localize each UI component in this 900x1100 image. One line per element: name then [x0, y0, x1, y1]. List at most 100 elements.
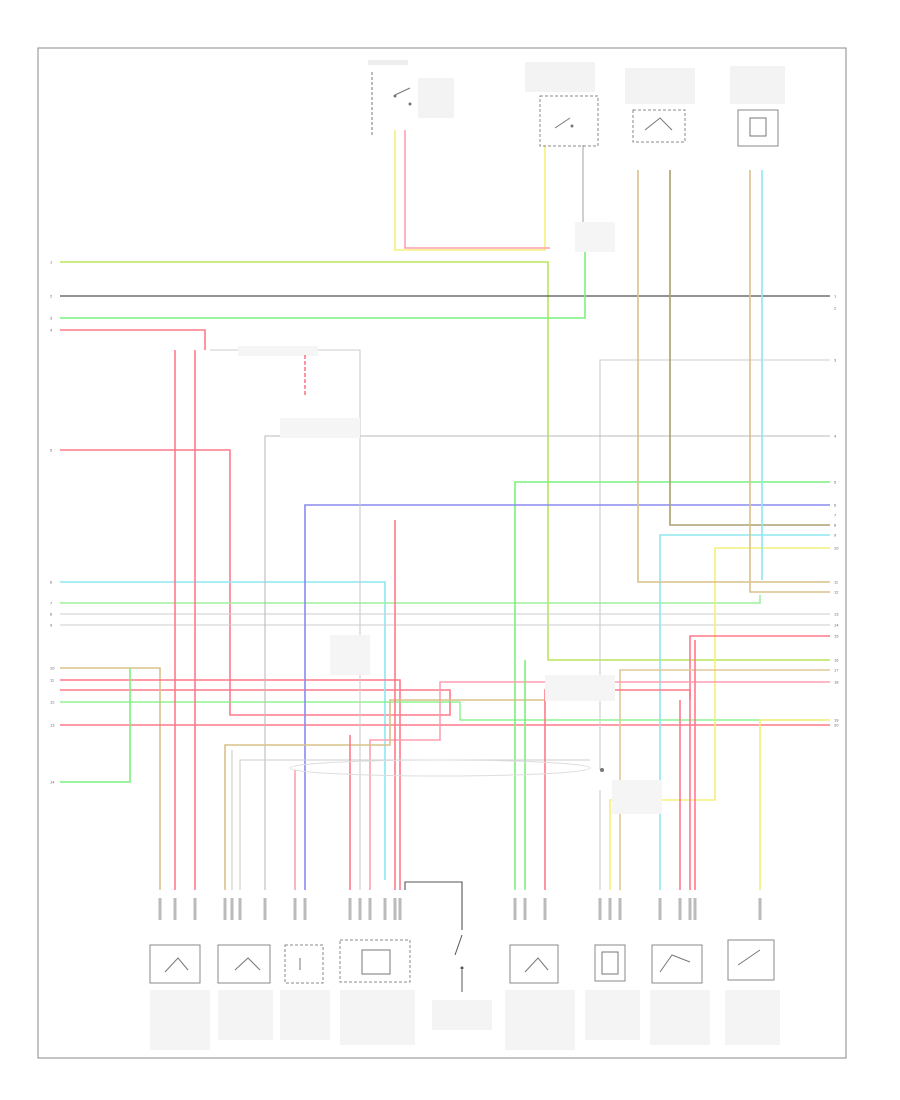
connector-pin [758, 898, 762, 920]
connector-stubs [158, 898, 762, 920]
top-components [368, 60, 785, 147]
connector-pin [693, 898, 697, 920]
bottom-module-4 [339, 939, 415, 1045]
connector-pin [263, 898, 267, 920]
connector-pin [513, 898, 517, 920]
right-number-2: 2 [834, 306, 837, 311]
horizontal-wires [60, 170, 830, 890]
left-number-10: 10 [50, 666, 55, 671]
connector-pin [193, 898, 197, 920]
right-number-3: 3 [834, 358, 837, 363]
left-number-7: 7 [50, 601, 53, 606]
right-number-17: 17 [834, 668, 839, 673]
bottom-switch-9 [725, 939, 780, 1045]
wire-yellow-right-19 [759, 719, 830, 890]
right-number-8: 8 [834, 523, 837, 528]
wire-lightblue-right-9 [659, 534, 830, 890]
wire-red-top-a [404, 130, 550, 249]
wire-tan-right-11 [637, 170, 830, 583]
wire-red-4 [60, 329, 206, 350]
bottom-sensor-7 [585, 944, 640, 1040]
right-number-4: 4 [834, 434, 837, 439]
connector-pin [230, 898, 234, 920]
connector-pin [303, 898, 307, 920]
connector-pin [688, 898, 692, 920]
wire-green-12 [60, 701, 830, 721]
left-number-3: 3 [50, 316, 53, 321]
wire-tan-v4 [224, 699, 590, 890]
connector-pin [173, 898, 177, 920]
wire-yellow-top-a [394, 130, 546, 251]
right-number-15: 15 [834, 634, 839, 639]
connector-pin [223, 898, 227, 920]
wire-gray-right-3 [599, 359, 830, 770]
bottom-components [149, 881, 780, 1050]
left-number-1: 1 [50, 260, 53, 265]
connector-pin [368, 898, 372, 920]
wire-gray-right-4 [264, 435, 830, 890]
bottom-sensor-3 [280, 944, 330, 1040]
left-number-4: 4 [50, 328, 53, 333]
wire-red-v9 [544, 689, 691, 890]
diagram-border [37, 47, 847, 1059]
wire-tan-right-16 [619, 669, 830, 890]
top-switch-1 [368, 60, 454, 135]
wire-yellow-right-10 [609, 547, 830, 890]
top-sensor-4 [730, 66, 785, 147]
left-number-12: 12 [50, 700, 55, 705]
wire-green-14 [60, 668, 131, 783]
right-number-10: 10 [834, 546, 839, 551]
right-number-7: 7 [834, 513, 837, 518]
wire-gray-v6 [239, 759, 590, 890]
connector-pin [618, 898, 622, 920]
wire-lightblue-6 [60, 581, 386, 880]
wire-olive-right-8 [669, 170, 830, 526]
bottom-sensor-8 [650, 944, 710, 1045]
wire-green-7 [60, 595, 761, 604]
wire-green-right-5 [514, 481, 830, 890]
connector-pin [598, 898, 602, 920]
connector-pin [608, 898, 612, 920]
left-number-14: 14 [50, 780, 55, 785]
wire-tan-right-12 [749, 170, 830, 593]
connector-pin [398, 898, 402, 920]
wire-yellow-green-1 [60, 261, 830, 661]
right-number-11: 11 [834, 580, 839, 585]
wire-red-right-15 [689, 635, 830, 890]
left-number-6: 6 [50, 580, 53, 585]
top-wires [394, 130, 584, 251]
right-number-19: 19 [834, 718, 839, 723]
connector-pin [358, 898, 362, 920]
right-number-12: 12 [834, 590, 839, 595]
bottom-sensor-2 [217, 944, 273, 1040]
right-number-5: 5 [834, 480, 837, 485]
wire-tan-10 [60, 667, 161, 890]
right-number-16: 16 [834, 658, 839, 663]
left-number-9: 9 [50, 623, 53, 628]
connector-pin [543, 898, 547, 920]
connector-pin [158, 898, 162, 920]
left-number-11: 11 [50, 678, 55, 683]
left-number-5: 5 [50, 448, 53, 453]
wire-blue-right-6 [304, 504, 830, 890]
left-number-2: 2 [50, 294, 53, 299]
left-number-13: 13 [50, 723, 55, 728]
right-number-6: 6 [834, 503, 837, 508]
top-sensor-3 [625, 68, 695, 143]
connector-pin [523, 898, 527, 920]
right-number-9: 9 [834, 533, 837, 538]
connector-pin [293, 898, 297, 920]
connector-pin [238, 898, 242, 920]
top-switch-2 [525, 62, 599, 147]
connector-pin [383, 898, 387, 920]
connector-pin [678, 898, 682, 920]
left-number-8: 8 [50, 612, 53, 617]
connector-pin [393, 898, 397, 920]
right-number-18: 18 [834, 680, 839, 685]
connector-pin [348, 898, 352, 920]
inline-components [238, 222, 662, 814]
